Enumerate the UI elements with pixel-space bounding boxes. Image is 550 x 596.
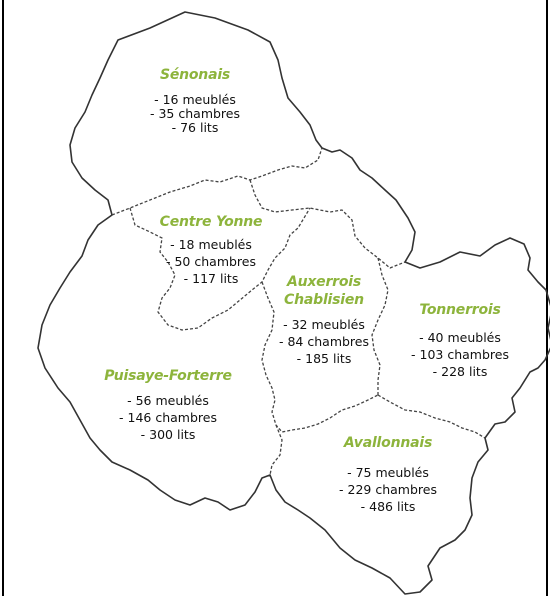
stat-lits: - 300 lits — [140, 427, 196, 442]
region-name: Centre Yonne — [159, 214, 263, 230]
stat-chambres: - 84 chambres — [279, 334, 369, 349]
region-centre-yonne: Centre Yonne - 18 meublés - 50 chambres … — [131, 213, 291, 286]
stat-meubles: - 75 meublés — [347, 465, 429, 480]
stat-lits: - 228 lits — [432, 364, 488, 379]
region-name: Avallonnais — [343, 435, 433, 451]
stat-chambres: - 103 chambres — [411, 347, 509, 362]
stat-meubles: - 16 meublés — [154, 92, 236, 107]
stat-lits: - 76 lits — [171, 120, 219, 135]
department-outline — [37, 11, 550, 595]
region-boundaries — [111, 147, 486, 476]
region-puisaye-forterre: Puisaye-Forterre - 56 meublés - 146 cham… — [86, 367, 250, 442]
region-auxerrois-chablisien: Auxerrois Chablisien - 32 meublés - 84 c… — [256, 273, 392, 366]
region-tonnerrois: Tonnerrois - 40 meublés - 103 chambres -… — [390, 301, 530, 379]
stat-chambres: - 50 chambres — [166, 254, 256, 269]
stat-meubles: - 32 meublés — [283, 317, 365, 332]
stat-lits: - 117 lits — [183, 271, 239, 286]
stat-chambres: - 229 chambres — [339, 482, 437, 497]
region-name: Sénonais — [159, 67, 231, 83]
stat-lits: - 486 lits — [360, 499, 416, 514]
stat-meubles: - 18 meublés — [170, 237, 252, 252]
region-name: Auxerrois — [286, 274, 362, 290]
region-name: Puisaye-Forterre — [104, 368, 232, 384]
region-senonais: Sénonais - 16 meublés - 35 chambres - 76… — [115, 66, 275, 135]
stat-meubles: - 56 meublés — [127, 393, 209, 408]
stat-meubles: - 40 meublés — [419, 330, 501, 345]
region-avallonnais: Avallonnais - 75 meublés - 229 chambres … — [318, 434, 458, 514]
region-name: Tonnerrois — [419, 302, 501, 318]
stat-lits: - 185 lits — [296, 351, 352, 366]
stat-chambres: - 146 chambres — [119, 410, 217, 425]
region-name-line2: Chablisien — [284, 292, 364, 308]
stat-chambres: - 35 chambres — [150, 106, 240, 121]
